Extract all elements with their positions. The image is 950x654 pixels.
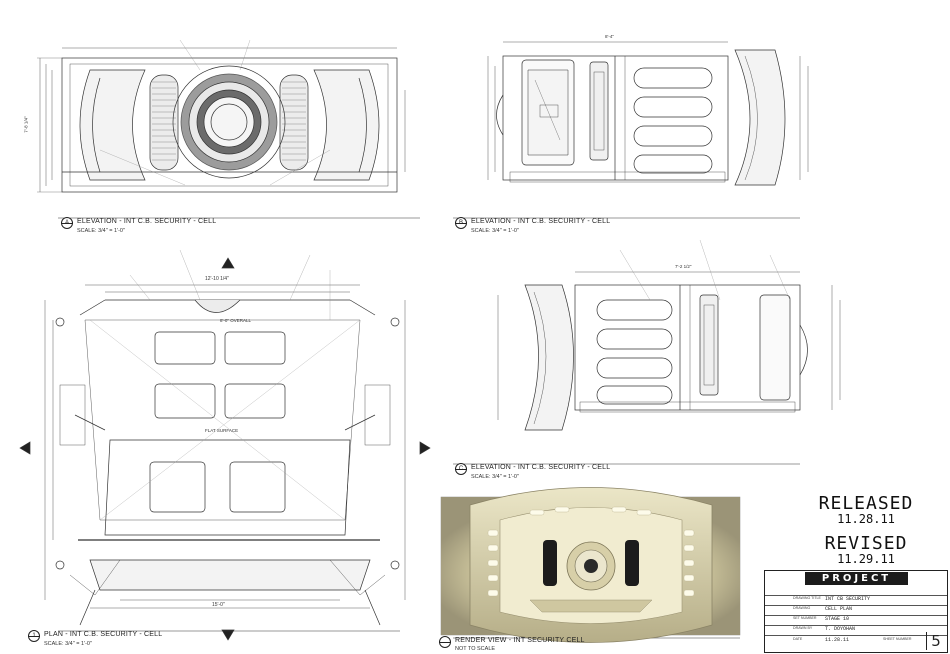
released-stamp: RELEASED 11.28.11 bbox=[806, 494, 926, 526]
date-label: DATE bbox=[793, 637, 803, 641]
flat-surface-label: FLAT SURFACE bbox=[205, 428, 239, 433]
released-label: RELEASED bbox=[818, 493, 914, 514]
render-title: RENDER VIEW - INT SECURITY CELL bbox=[455, 637, 585, 644]
sheet-title-value: INT CB SECURITY bbox=[825, 596, 871, 602]
elev-a-height-dimension: 7'-8 1/4" bbox=[23, 116, 29, 133]
view-a-scale: SCALE: 3/4" = 1'-0" bbox=[77, 228, 125, 234]
view-c-scale: SCALE: 3/4" = 1'-0" bbox=[471, 474, 519, 480]
elev-c-width-dimension: 7'-2 1/2" bbox=[675, 264, 692, 269]
view-c-bubble: C bbox=[455, 463, 467, 475]
title-block: PROJECT DRAWING TITLE INT CB SECURITY DR… bbox=[764, 570, 948, 653]
view-1-scale: SCALE: 3/4" = 1'-0" bbox=[44, 641, 92, 647]
elevation-b-drawing bbox=[487, 41, 809, 186]
view-b-title: ELEVATION - INT C.B. SECURITY - CELL bbox=[471, 218, 611, 225]
plan-drawing bbox=[19, 249, 431, 641]
revised-stamp: REVISED 11.29.11 bbox=[806, 534, 926, 566]
view-b-scale: SCALE: 3/4" = 1'-0" bbox=[471, 228, 519, 234]
project-logo: PROJECT bbox=[805, 572, 908, 585]
set-label: SET NUMBER bbox=[793, 616, 817, 620]
render-bubble bbox=[439, 636, 451, 648]
render-view-image bbox=[440, 487, 741, 643]
overall-dimension: 8'-0" OVERALL bbox=[220, 318, 251, 323]
sheet-number: 5 bbox=[926, 632, 945, 650]
date-value: 11.28.11 bbox=[825, 637, 850, 643]
view-c-title: ELEVATION - INT C.B. SECURITY - CELL bbox=[471, 464, 611, 471]
sheet-title-label: DRAWING TITLE bbox=[793, 596, 821, 600]
render-scale: NOT TO SCALE bbox=[455, 646, 496, 652]
drawn-value: T. DOYOHAN bbox=[825, 626, 856, 632]
view-b-bubble: B bbox=[455, 217, 467, 229]
drawing-label: DRAWING bbox=[793, 606, 811, 610]
view-1-bubble: 1 bbox=[28, 630, 40, 642]
drawn-label: DRAWN BY bbox=[793, 626, 813, 630]
elevation-a-drawing bbox=[37, 39, 406, 193]
released-date: 11.28.11 bbox=[837, 512, 895, 526]
plan-top-dimension: 12'-10 1/4" bbox=[205, 276, 229, 282]
revised-date: 11.29.11 bbox=[837, 552, 895, 566]
revised-label: REVISED bbox=[824, 533, 908, 554]
elev-b-width-dimension: 8'-4" bbox=[605, 34, 614, 39]
drawing-value: CELL PLAN bbox=[825, 606, 853, 612]
view-a-bubble: A bbox=[61, 217, 73, 229]
view-a-title: ELEVATION - INT C.B. SECURITY - CELL bbox=[77, 218, 217, 225]
set-value: STAGE 10 bbox=[825, 616, 850, 622]
plan-bottom-dimension: 15'-0" bbox=[212, 602, 225, 608]
elevation-c-drawing bbox=[497, 239, 841, 431]
view-1-title: PLAN - INT C.B. SECURITY - CELL bbox=[44, 631, 163, 638]
sheet-number-label: SHEET NUMBER bbox=[883, 637, 912, 641]
